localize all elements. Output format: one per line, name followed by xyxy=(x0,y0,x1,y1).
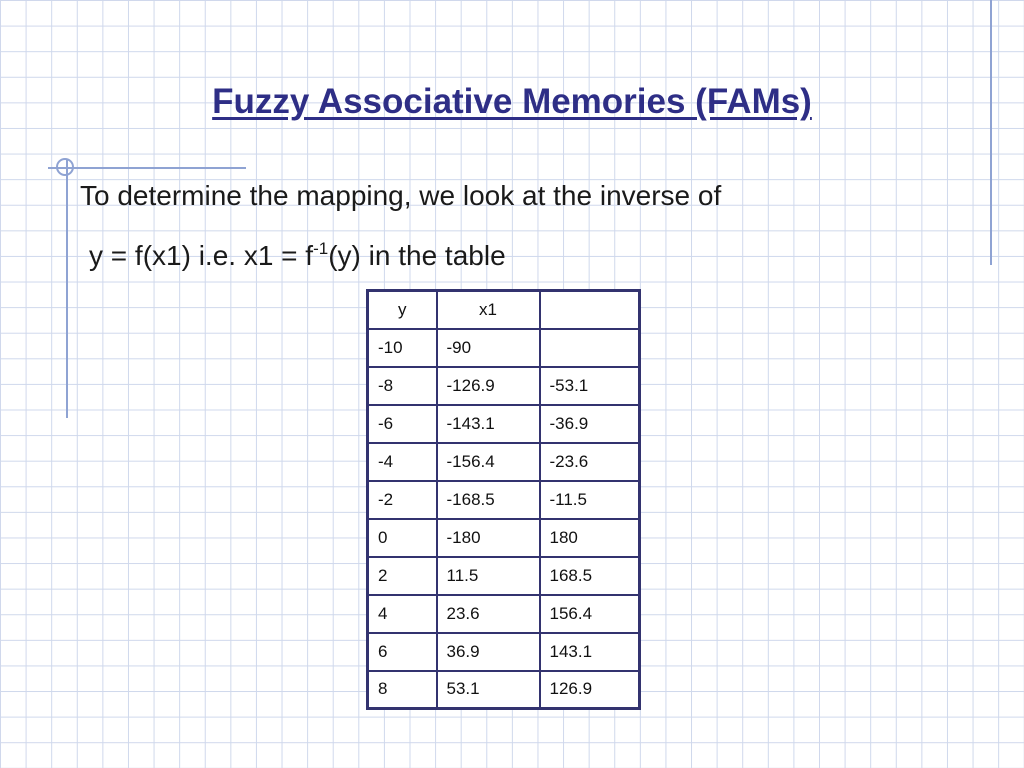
table-cell: 11.5 xyxy=(435,555,541,596)
decorative-vertical-line-left xyxy=(66,160,68,418)
table-cell: -126.9 xyxy=(435,365,541,406)
table-cell: 156.4 xyxy=(538,593,641,634)
slide-title: Fuzzy Associative Memories (FAMs) xyxy=(212,82,812,121)
header-cell-blank xyxy=(538,289,641,330)
header-cell-y: y xyxy=(366,289,438,330)
table-row: -6 -143.1 -36.9 xyxy=(366,403,641,444)
table-cell: 4 xyxy=(366,593,438,634)
header-cell-x1: x1 xyxy=(435,289,541,330)
table-cell: -36.9 xyxy=(538,403,641,444)
table-row: -8 -126.9 -53.1 xyxy=(366,365,641,406)
table-row: 0 -180 180 xyxy=(366,517,641,558)
body-text-line-1: To determine the mapping, we look at the… xyxy=(80,180,722,211)
table-cell: 6 xyxy=(366,631,438,672)
table-row: 6 36.9 143.1 xyxy=(366,631,641,672)
table-cell: 143.1 xyxy=(538,631,641,672)
table-cell: 36.9 xyxy=(435,631,541,672)
decorative-horizontal-line xyxy=(48,167,246,169)
inverse-mapping-table: y x1 -10 -90 -8 -126.9 -53.1 -6 -143.1 -… xyxy=(366,289,641,710)
table-cell: 168.5 xyxy=(538,555,641,596)
body-text-line-2-end: (y) in the table xyxy=(328,240,506,271)
table-cell: -53.1 xyxy=(538,365,641,406)
table-row: 2 11.5 168.5 xyxy=(366,555,641,596)
table-cell: -156.4 xyxy=(435,441,541,482)
table-row: -4 -156.4 -23.6 xyxy=(366,441,641,482)
table-cell: -23.6 xyxy=(538,441,641,482)
table-cell: 126.9 xyxy=(538,669,641,710)
table-row: 4 23.6 156.4 xyxy=(366,593,641,634)
table-row: -10 -90 xyxy=(366,327,641,368)
table-cell: 23.6 xyxy=(435,593,541,634)
table-cell xyxy=(538,327,641,368)
table-cell: 0 xyxy=(366,517,438,558)
table-cell: 53.1 xyxy=(435,669,541,710)
table-cell: -10 xyxy=(366,327,438,368)
table-cell: -2 xyxy=(366,479,438,520)
table-cell: -143.1 xyxy=(435,403,541,444)
table-cell: -6 xyxy=(366,403,438,444)
table-cell: -90 xyxy=(435,327,541,368)
inverse-superscript: -1 xyxy=(313,239,329,258)
table-cell: -8 xyxy=(366,365,438,406)
decorative-ring xyxy=(56,158,74,176)
decorative-vertical-line-right xyxy=(990,0,992,265)
table-cell: -4 xyxy=(366,441,438,482)
table-cell: -11.5 xyxy=(538,479,641,520)
table-cell: 2 xyxy=(366,555,438,596)
table-row: -2 -168.5 -11.5 xyxy=(366,479,641,520)
table-cell: 180 xyxy=(538,517,641,558)
table-cell: -180 xyxy=(435,517,541,558)
table-cell: -168.5 xyxy=(435,479,541,520)
table-header-row: y x1 xyxy=(366,289,641,330)
table-cell: 8 xyxy=(366,669,438,710)
body-text-line-2-start: y = f(x1) i.e. x1 = f xyxy=(89,240,314,271)
table-row: 8 53.1 126.9 xyxy=(366,669,641,710)
body-text-line-2: y = f(x1) i.e. x1 = f-1(y) in the table xyxy=(89,240,506,272)
